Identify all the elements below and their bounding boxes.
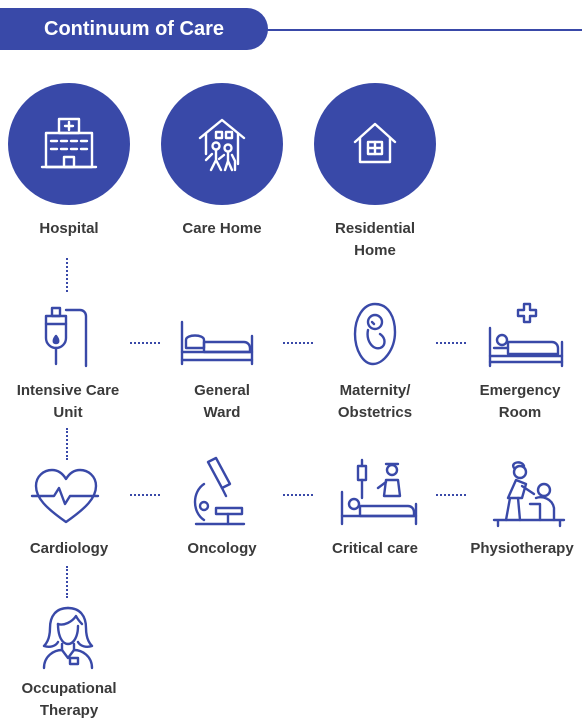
label-cardiology: Cardiology — [29, 540, 109, 557]
label-general-ward: General Ward — [194, 382, 250, 421]
therapist-icon — [42, 606, 94, 670]
hospital-bed-icon — [180, 320, 254, 366]
house-icon — [353, 122, 397, 164]
connector-vertical-1 — [66, 258, 68, 292]
heart-pulse-icon — [30, 468, 100, 524]
page-title: Continuum of Care — [44, 17, 224, 40]
label-critical-care: Critical care — [332, 540, 418, 557]
connector-vertical-2 — [66, 428, 68, 460]
connector-r2-1 — [130, 494, 160, 496]
title-divider — [266, 29, 582, 31]
patient-nurse-icon — [340, 458, 418, 526]
hospital-building-icon — [40, 117, 98, 169]
care-home-icon — [198, 118, 246, 172]
page-title-banner: Continuum of Care — [0, 8, 268, 50]
microscope-icon — [193, 456, 246, 526]
label-residential-home: Residential Home — [334, 220, 416, 259]
residential-home-circle — [314, 83, 436, 205]
label-hospital: Hospital — [39, 220, 99, 237]
physiotherapist-icon — [492, 461, 566, 528]
connector-r1-1 — [130, 342, 160, 344]
connector-r1-3 — [436, 342, 466, 344]
label-oncology: Oncology — [187, 540, 257, 557]
care-home-circle — [161, 83, 283, 205]
connector-vertical-3 — [66, 566, 68, 598]
label-occupational-therapy: Occupational Therapy — [21, 680, 117, 719]
label-emergency-room: Emergency Room — [479, 382, 561, 421]
connector-r2-3 — [436, 494, 466, 496]
hospital-circle — [8, 83, 130, 205]
label-icu: Intensive Care Unit — [16, 382, 120, 421]
emergency-bed-icon — [488, 302, 564, 368]
connector-r1-2 — [283, 342, 313, 344]
iv-drip-icon — [44, 306, 88, 368]
connector-r2-2 — [283, 494, 313, 496]
fetus-icon — [353, 302, 397, 366]
label-maternity: Maternity/ Obstetrics — [337, 382, 413, 421]
label-physiotherapy: Physiotherapy — [470, 540, 574, 557]
label-care-home: Care Home — [182, 220, 262, 237]
